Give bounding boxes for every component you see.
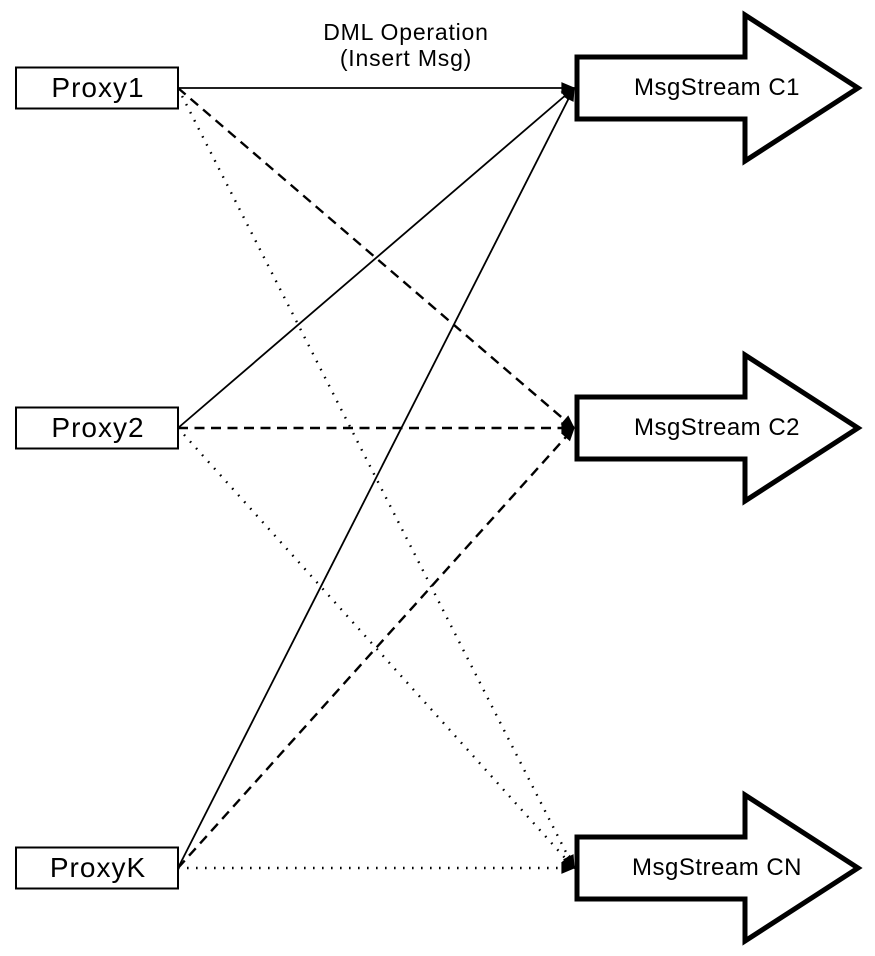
proxy-node-proxy2: Proxy2 <box>15 406 179 450</box>
msgstream-c1-arrow <box>574 10 863 166</box>
edge-proxyk-c1 <box>177 86 575 869</box>
stream-node-c2: MsgStream C2 <box>574 350 863 506</box>
msgstream-c2-arrow <box>574 350 863 506</box>
proxy1-box <box>15 66 179 110</box>
edge-proxyk-c2 <box>177 426 575 869</box>
diagram-title-line1: DML Operation <box>323 19 489 45</box>
edges-layer <box>176 82 576 874</box>
edge-proxy2-c1 <box>177 87 576 429</box>
diagram-title-line2: (Insert Msg) <box>340 45 472 71</box>
stream-node-c1: MsgStream C1 <box>574 10 863 166</box>
proxy1-label: Proxy1 <box>51 72 144 103</box>
proxyk-box <box>15 846 179 890</box>
proxyk-label: ProxyK <box>50 852 146 883</box>
proxy-node-proxyk: ProxyK <box>15 846 179 890</box>
proxy2-box <box>15 406 179 450</box>
proxy-node-proxy1: Proxy1 <box>15 66 179 110</box>
proxy2-label: Proxy2 <box>51 412 144 443</box>
msgstream-cn-arrow <box>574 790 863 946</box>
msgstream-cn-label: MsgStream CN <box>632 854 802 881</box>
msgstream-c2-label: MsgStream C2 <box>634 414 800 441</box>
stream-node-cn: MsgStream CN <box>574 790 863 946</box>
msgstream-c1-label: MsgStream C1 <box>634 74 800 101</box>
edge-proxy1-c2 <box>177 87 576 429</box>
